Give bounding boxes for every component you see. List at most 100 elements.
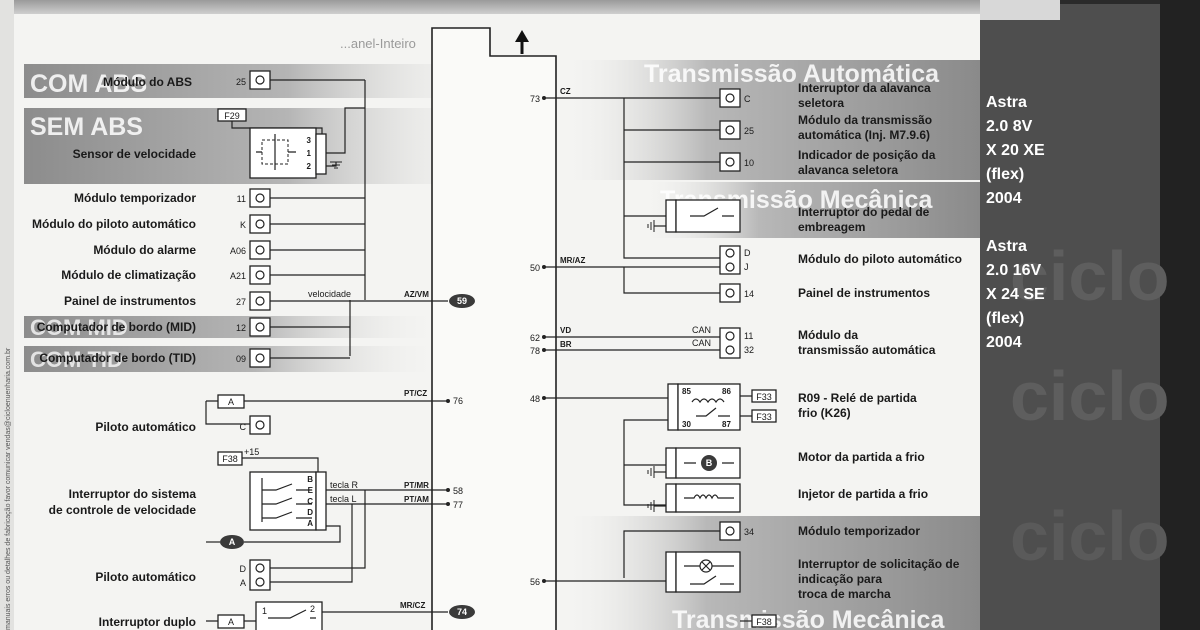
connector (719, 152, 741, 172)
ecu-pin-73: 73 (530, 94, 540, 104)
fuse-f33-b-label: F33 (756, 412, 772, 422)
pin-label: 11 (237, 194, 246, 204)
right-row-embreagem: Interruptor do pedal de embreagem (647, 199, 930, 234)
label-line1: Interruptor da alavanca (798, 81, 931, 95)
ground-icon (647, 500, 655, 512)
pin-circle (725, 93, 735, 103)
panel-top-dark (1060, 0, 1160, 4)
dual-pin-1: 1 (262, 606, 267, 616)
wire-relay-out (623, 419, 668, 506)
label: Injetor de partida a frio (798, 487, 928, 501)
connector-abs (249, 70, 271, 90)
wire-code-pt-am: PT/AM (404, 495, 429, 504)
ecu-block (431, 27, 557, 630)
ecu-dot (446, 399, 450, 403)
sensor-symbol (256, 134, 296, 170)
pin-circle (255, 219, 265, 229)
pin-circle (725, 262, 735, 272)
bus-73-branches (624, 129, 720, 163)
label-line2: alavanca seletora (798, 163, 898, 177)
row-modulo-temporizador: Módulo temporizador 11 (74, 188, 365, 208)
faded-title: ...anel-Inteiro (340, 36, 416, 51)
vehicle-code: X 20 XE (986, 142, 1045, 159)
label-line1: Interruptor do pedal de (798, 205, 930, 219)
pin-piloto-a: A (240, 578, 246, 588)
label-interruptor-line2: de controle de velocidade (49, 503, 197, 517)
tecla-r-label: tecla R (330, 480, 359, 490)
vehicle-year: 2004 (986, 190, 1022, 207)
pin-circle (255, 296, 265, 306)
pin-circle (255, 353, 265, 363)
sensor-ground (326, 162, 337, 167)
pin-label: 25 (744, 126, 754, 136)
label-line1: Módulo da (798, 328, 858, 342)
vehicle-model: Astra (986, 238, 1027, 255)
trans-auto-band (560, 60, 980, 180)
label-abs-module: Módulo do ABS (103, 75, 192, 89)
ecu-pin-56: 56 (530, 577, 540, 587)
motor-connector (665, 447, 677, 479)
switch-pin-A: A (307, 519, 313, 528)
relay-coil (691, 398, 725, 404)
wire-tecla (326, 489, 448, 505)
label-line2: transmissão automática (798, 343, 936, 357)
pin-label: A21 (230, 271, 246, 281)
shift-body (675, 551, 741, 593)
vehicle-info-2: Astra 2.0 16V X 24 SE (flex) 2004 (986, 238, 1045, 351)
ground-icon (647, 220, 655, 232)
connector-A-2-label: A (228, 617, 234, 627)
watermark-2: ciclo (1010, 357, 1170, 435)
sem-abs-header: SEM ABS (30, 113, 143, 141)
pin-piloto-d: D (240, 564, 247, 574)
pin-circle (255, 270, 265, 280)
switch-pin-C: C (307, 497, 313, 506)
velocidade-label: velocidade (308, 289, 351, 299)
connector (249, 348, 271, 368)
label-line1: Módulo da transmissão (798, 113, 932, 127)
ecu-pin: 76 (453, 396, 463, 406)
vehicle-fuel: (flex) (986, 310, 1024, 327)
label-line2: automática (Inj. M7.9.6) (798, 128, 930, 142)
wire-code-mr-az: MR/AZ (560, 256, 585, 265)
fuse-f33-a-label: F33 (756, 392, 772, 402)
row-computador-tid: Computador de bordo (TID) 09 (39, 348, 350, 368)
right-row-troca-marcha: Interruptor de solicitação de indicação … (665, 551, 960, 601)
label-line2: seletora (798, 96, 844, 110)
ecu-dot (446, 502, 450, 506)
wire-piloto-c (205, 401, 250, 425)
label-line2: indicação para (798, 572, 882, 586)
pin-circle (255, 420, 265, 430)
connector-A-label: A (228, 397, 234, 407)
cruise-switch-contacts (261, 478, 312, 522)
ecu-pin-50: 50 (530, 263, 540, 273)
plus15-label: +15 (244, 447, 259, 457)
relay-fuse-wires (740, 395, 752, 417)
vehicle-fuel: (flex) (986, 166, 1024, 183)
ecu-pin-78: 78 (530, 346, 540, 356)
left-strip (0, 0, 14, 630)
clutch-contact (690, 207, 734, 217)
wire-code: PT/CZ (404, 389, 427, 398)
row-modulo-climatizacao: Módulo de climatização A21 (61, 265, 365, 285)
sensor-pin-3: 3 (307, 136, 312, 145)
label-line1: Indicador de posição da (798, 148, 936, 162)
relay-pin-86: 86 (722, 387, 731, 396)
pin-label: 34 (744, 527, 754, 537)
pin-circle (255, 322, 265, 332)
trans-auto-header: Transmissão Automática (644, 60, 940, 88)
motor-letter: B (706, 458, 713, 468)
label: Módulo temporizador (74, 191, 196, 205)
wire-code-mr-cz: MR/CZ (400, 601, 425, 610)
sensor-connector (315, 133, 327, 175)
row-painel-instrumentos: Painel de instrumentos 27 velocidade AZ/… (64, 289, 475, 311)
relay-connector (667, 383, 679, 431)
ecu-pin-77: 77 (453, 500, 463, 510)
wire-f38 (242, 457, 319, 472)
label-interruptor-line1: Interruptor do sistema (69, 487, 197, 501)
com-tid-band (24, 346, 444, 372)
panel-top-light (980, 0, 1060, 20)
connector (249, 240, 271, 260)
label-piloto-automatico: Piloto automático (95, 420, 196, 434)
connector (719, 245, 741, 275)
